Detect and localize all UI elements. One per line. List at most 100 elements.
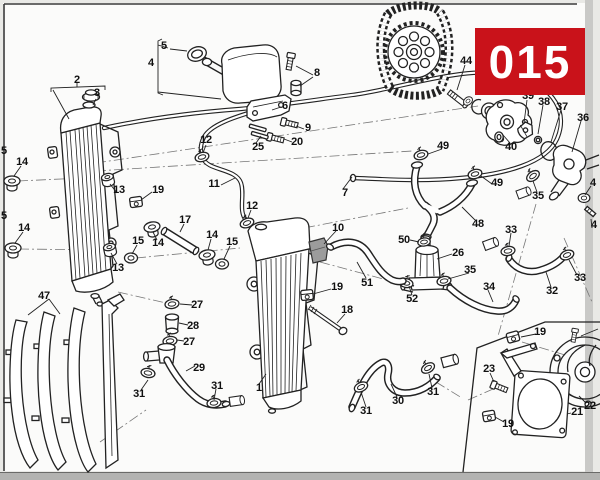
callout-15: 15 bbox=[132, 235, 144, 247]
callout-44: 44 bbox=[460, 55, 472, 67]
small-hardware bbox=[3, 146, 315, 302]
callout-4: 4 bbox=[148, 57, 154, 69]
callout-49: 49 bbox=[437, 140, 449, 152]
callout-9: 9 bbox=[305, 122, 311, 134]
callout-12: 12 bbox=[200, 134, 212, 146]
expansion-tank bbox=[187, 44, 302, 145]
callout-28: 28 bbox=[187, 320, 199, 332]
callout-7: 7 bbox=[342, 187, 348, 199]
thermostat-unit bbox=[397, 233, 453, 293]
impeller-holder bbox=[517, 121, 534, 140]
callout-31: 31 bbox=[211, 380, 223, 392]
radiator-cap bbox=[81, 89, 101, 102]
leader-lines bbox=[13, 38, 593, 423]
fan-bracket-plate bbox=[510, 369, 571, 439]
callout-3: 3 bbox=[94, 87, 100, 99]
callout-11: 11 bbox=[208, 178, 220, 190]
callout-1: 1 bbox=[256, 382, 262, 394]
callout-15: 15 bbox=[226, 236, 238, 248]
callout-19: 19 bbox=[534, 326, 546, 338]
callout-33: 33 bbox=[574, 272, 586, 284]
callout-40: 40 bbox=[505, 141, 517, 153]
callout-19: 19 bbox=[331, 281, 343, 293]
callout-51: 51 bbox=[361, 277, 373, 289]
callout-18: 18 bbox=[341, 304, 353, 316]
callout-14: 14 bbox=[152, 237, 164, 249]
chain-sprocket bbox=[376, 1, 454, 100]
page-frame bbox=[3, 3, 577, 471]
callout-19: 19 bbox=[502, 418, 514, 430]
callout-27: 27 bbox=[183, 336, 195, 348]
tube-17 bbox=[160, 226, 200, 256]
callout-8: 8 bbox=[314, 67, 320, 79]
callout-23: 23 bbox=[483, 363, 495, 375]
page-number-badge: 015 bbox=[475, 28, 585, 95]
tank-cap bbox=[187, 46, 213, 67]
callout-19: 19 bbox=[152, 184, 164, 196]
page-right-margin bbox=[593, 0, 600, 480]
callout-25: 25 bbox=[252, 141, 264, 153]
callout-29: 29 bbox=[193, 362, 205, 374]
seal-ring bbox=[494, 131, 504, 143]
right-radiator bbox=[246, 217, 329, 414]
callout-49: 49 bbox=[491, 177, 503, 189]
callout-17: 17 bbox=[179, 214, 191, 226]
callout-37: 37 bbox=[556, 101, 568, 113]
callout-13: 13 bbox=[113, 184, 125, 196]
elbow-fitting bbox=[142, 342, 176, 364]
callout-20: 20 bbox=[291, 136, 303, 148]
callout-14: 14 bbox=[206, 229, 218, 241]
callout-31: 31 bbox=[133, 388, 145, 400]
water-pump bbox=[446, 89, 600, 201]
callout-31: 31 bbox=[360, 405, 372, 417]
tank-bracket bbox=[246, 94, 292, 122]
callout-35: 35 bbox=[464, 264, 476, 276]
thermostat-housing bbox=[548, 144, 600, 201]
hose-32 bbox=[499, 241, 576, 276]
callout-14: 14 bbox=[18, 222, 30, 234]
callout-27: 27 bbox=[191, 299, 203, 311]
right-edge-parts bbox=[577, 192, 597, 218]
callout-21: 21 bbox=[571, 406, 583, 418]
hose-30 bbox=[348, 353, 461, 413]
callout-50: 50 bbox=[398, 234, 410, 246]
callout-36: 36 bbox=[577, 112, 589, 124]
callout-35: 35 bbox=[532, 190, 544, 202]
callout-30: 30 bbox=[392, 395, 404, 407]
callout-13: 13 bbox=[112, 262, 124, 274]
callout-5: 5 bbox=[1, 210, 7, 222]
callout-34: 34 bbox=[483, 281, 495, 293]
callout-2: 2 bbox=[74, 74, 80, 86]
callout-33: 33 bbox=[505, 224, 517, 236]
fan-kit-inset bbox=[462, 321, 600, 473]
page-right-edge bbox=[585, 0, 593, 480]
hose-29-assembly bbox=[139, 294, 246, 410]
bolt-18 bbox=[307, 304, 348, 336]
left-radiator bbox=[46, 89, 123, 307]
callout-10: 10 bbox=[332, 222, 344, 234]
callout-32: 32 bbox=[546, 285, 558, 297]
callout-5: 5 bbox=[161, 40, 167, 52]
dowel-pins bbox=[248, 123, 269, 140]
callout-6: 6 bbox=[282, 100, 288, 112]
hose-34 bbox=[446, 284, 520, 315]
connector-28 bbox=[164, 313, 180, 335]
callout-31: 31 bbox=[427, 386, 439, 398]
grey-clip bbox=[308, 237, 329, 264]
hose-51 bbox=[325, 238, 407, 286]
page-bottom-edge bbox=[0, 472, 600, 480]
callout-26: 26 bbox=[452, 247, 464, 259]
callout-5: 5 bbox=[1, 145, 7, 157]
callout-14: 14 bbox=[16, 156, 28, 168]
callout-4: 4 bbox=[590, 177, 596, 189]
louver-panels bbox=[3, 293, 125, 473]
spacer bbox=[290, 79, 302, 97]
callout-47: 47 bbox=[38, 290, 50, 302]
y-hose bbox=[410, 144, 501, 251]
callout-22: 22 bbox=[584, 400, 596, 412]
callout-48: 48 bbox=[472, 218, 484, 230]
callout-4: 4 bbox=[591, 219, 597, 231]
callout-52: 52 bbox=[406, 293, 418, 305]
